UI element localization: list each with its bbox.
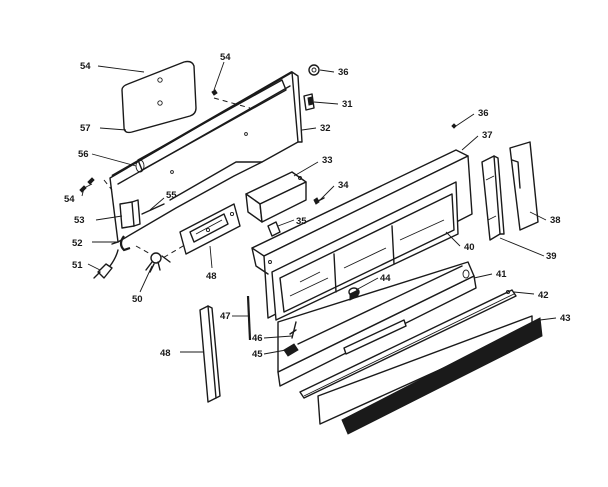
callout-33: 33 [322,155,333,166]
callout-44: 44 [380,273,391,284]
assembly-line [213,97,251,109]
callout-46: 46 [252,333,263,344]
callout-48-lower: 48 [160,348,171,359]
part-46-spring [289,321,297,339]
callout-56: 56 [78,149,89,160]
part-54-screws-left [79,177,95,193]
callout-34: 34 [338,180,349,191]
callout-52: 52 [72,238,83,249]
part-47-pin [246,295,252,341]
callout-32: 32 [320,123,331,134]
callout-35: 35 [296,216,307,227]
callout-42: 42 [538,290,549,301]
part-53-bracket [119,199,141,229]
part-45-clip [283,343,299,357]
rear-backguard-panel [109,71,303,243]
part-38-end-cap [509,141,539,231]
part-50-lampholder [145,252,171,273]
callout-55: 55 [166,190,177,201]
part-39-end-cap [481,155,505,241]
part-35-clip [267,221,281,237]
callout-36-top: 36 [338,67,349,78]
part-48-switch-housing [179,203,241,255]
part-41-facia [277,261,477,387]
part-51-switch [93,249,119,279]
callout-54-top-left: 54 [80,61,91,72]
leader-lines [81,61,557,355]
callout-48-upper: 48 [206,271,217,282]
part-37-control-panel [251,149,473,321]
callout-57: 57 [80,123,91,134]
part-36-screw-right [451,123,457,129]
callout-54-left: 54 [64,194,75,205]
part-48-end-trim-left [199,305,221,403]
part-55-strip [141,203,165,215]
part-33-box [245,171,307,223]
callout-47: 47 [220,311,231,322]
part-43-vent-strip [317,315,543,435]
callout-40: 40 [464,242,475,253]
part-31-clip [303,93,315,111]
part-54-screw-top [211,89,218,96]
callout-51: 51 [72,260,83,271]
part-36-nut [308,64,320,76]
callout-54-top: 54 [220,52,231,63]
callout-41: 41 [496,269,507,280]
part-34-screw [313,197,325,205]
callout-43: 43 [560,313,571,324]
callout-31: 31 [342,99,353,110]
callout-39: 39 [546,251,557,262]
assembly-line [103,179,113,191]
callout-53: 53 [74,215,85,226]
part-57-plate [121,60,197,134]
callout-36-right: 36 [478,108,489,119]
callout-labels: 54 54 54 36 31 57 32 56 33 55 34 53 35 5… [64,52,571,360]
callout-38: 38 [550,215,561,226]
part-42-trim-strip [299,289,517,399]
callout-50: 50 [132,294,143,305]
callout-45: 45 [252,349,263,360]
assembly-line [135,245,155,257]
callout-37: 37 [482,130,493,141]
